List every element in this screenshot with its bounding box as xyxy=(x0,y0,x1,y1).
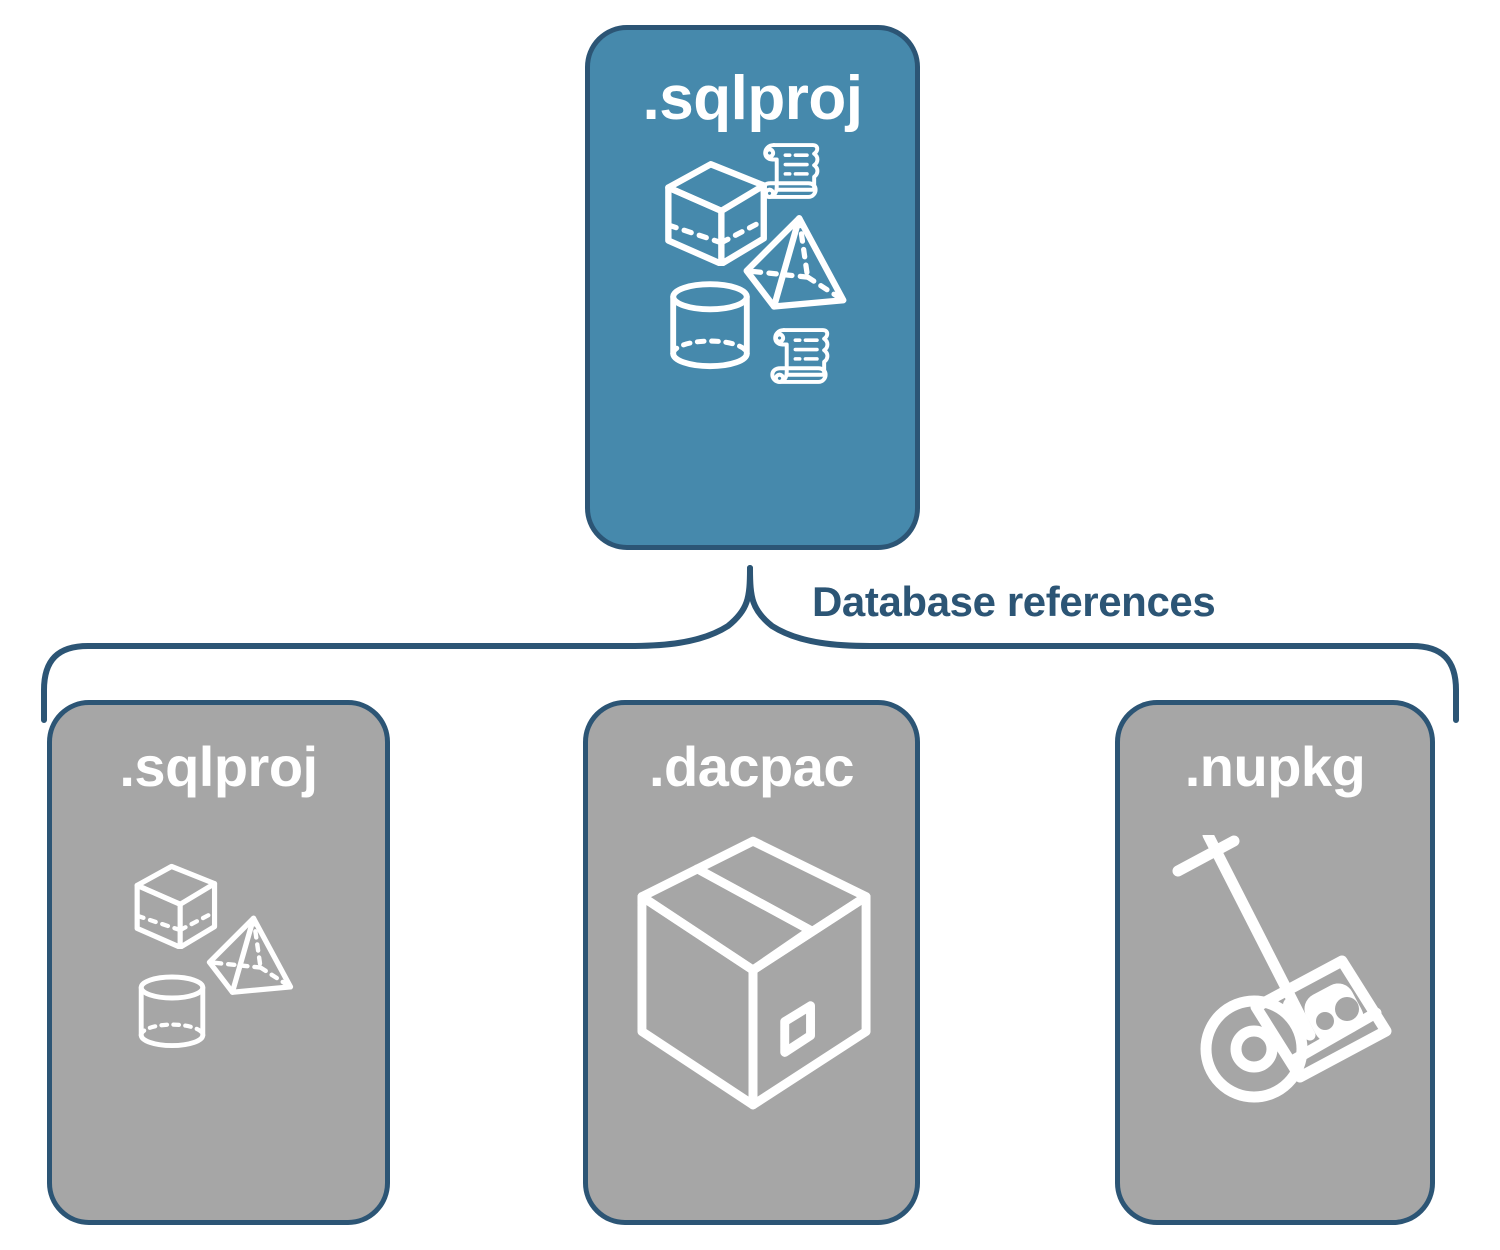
icon-stage-source xyxy=(590,130,915,545)
card-title-nupkg: .nupkg xyxy=(1184,735,1366,798)
cylinder-wireframe-icon xyxy=(670,281,750,370)
cube-wireframe-icon xyxy=(665,161,767,266)
database-references-bracket xyxy=(41,565,1459,723)
card-title-dacpac: .dacpac xyxy=(648,735,855,798)
database-references-label: Database references xyxy=(812,578,1216,625)
pyramid-wireframe-icon xyxy=(206,915,294,995)
card-title-sqlproj-source: .sqlproj xyxy=(642,64,863,133)
shipping-box-icon xyxy=(637,836,871,1110)
card-sqlproj-source[interactable]: .sqlproj xyxy=(585,25,920,550)
pyramid-wireframe-icon xyxy=(743,215,847,310)
card-sqlproj-reference[interactable]: .sqlproj xyxy=(47,700,390,1225)
icon-stage-dacpac xyxy=(588,795,915,1220)
scroll-script-icon xyxy=(770,328,830,384)
icon-stage-nupkg xyxy=(1120,795,1430,1220)
card-title-sqlproj-reference: .sqlproj xyxy=(119,735,318,798)
cylinder-wireframe-icon xyxy=(138,974,206,1049)
scroll-script-icon xyxy=(760,143,820,199)
card-nupkg[interactable]: .nupkg xyxy=(1115,700,1435,1225)
card-dacpac[interactable]: .dacpac xyxy=(583,700,920,1225)
cube-wireframe-icon xyxy=(134,863,218,949)
hand-truck-package-icon xyxy=(1172,835,1392,1103)
icon-stage-sqlproj-reference xyxy=(52,795,385,1220)
